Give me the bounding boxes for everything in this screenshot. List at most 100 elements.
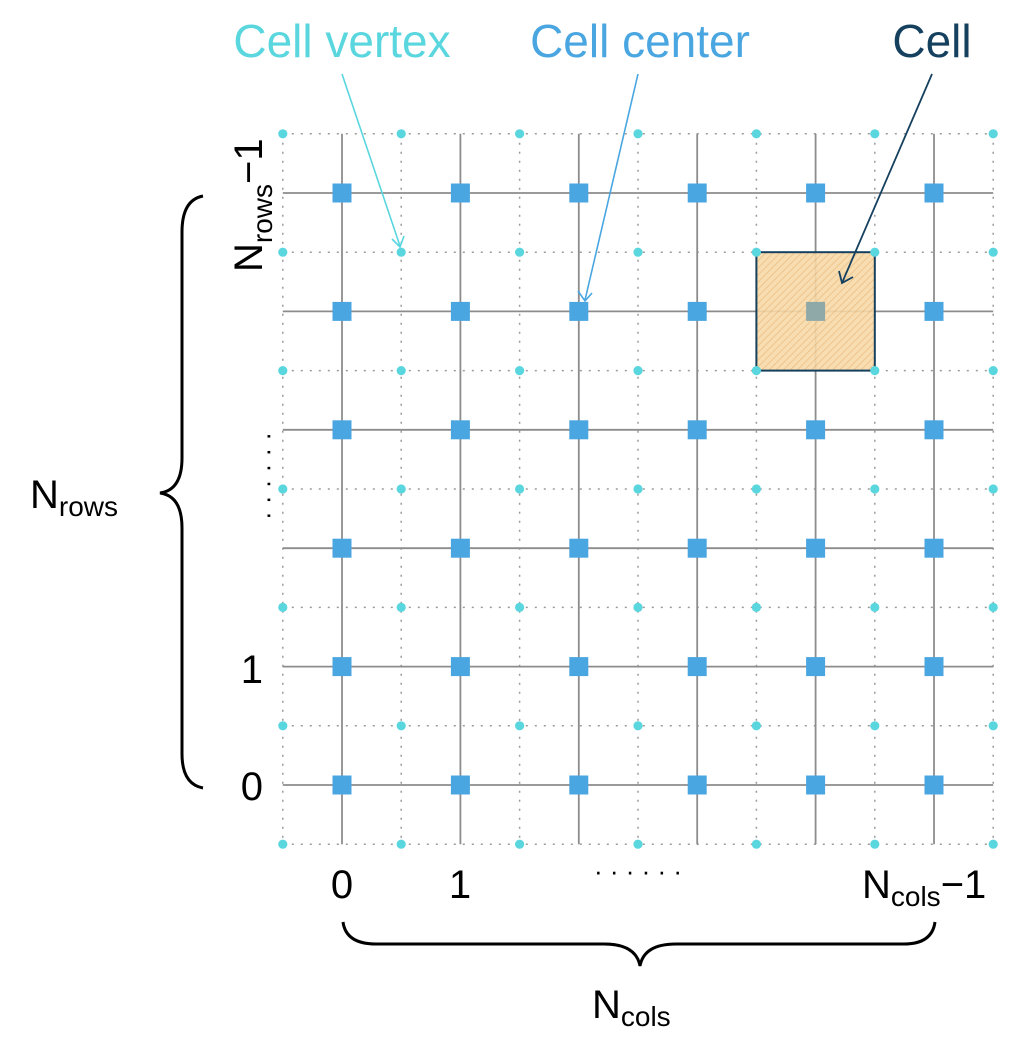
cell-vertex-marker	[278, 721, 288, 731]
cell-center-marker	[332, 657, 352, 677]
cell-vertex-marker	[988, 129, 998, 139]
cell-vertex-marker	[515, 721, 525, 731]
cell-center-marker	[569, 657, 589, 677]
cell-vertex-marker	[988, 602, 998, 613]
cell-center-marker	[924, 538, 944, 558]
cell-vertex-marker	[751, 484, 762, 494]
cell-center-marker	[924, 301, 944, 321]
cell-center-marker	[924, 420, 944, 440]
cell-center-marker	[687, 183, 707, 203]
cell-vertex-marker	[515, 247, 525, 257]
cell-vertex-marker	[633, 129, 643, 139]
cell-center-marker	[569, 420, 589, 440]
cell-center-marker	[332, 538, 352, 558]
cell-vertex-marker	[988, 484, 998, 494]
cell-center-marker	[450, 301, 470, 321]
cell-center-marker	[687, 775, 707, 795]
cell-vertex-marker	[396, 129, 406, 139]
cell-vertex-marker	[751, 602, 762, 613]
cell-vertex-marker	[396, 366, 406, 376]
cell-center-marker	[450, 420, 470, 440]
cell-vertex-marker	[396, 247, 406, 257]
cell-vertex-marker	[515, 129, 525, 139]
center-gridlines	[282, 133, 994, 845]
cell-vertex-marker	[870, 366, 880, 376]
cell-vertex-marker	[988, 839, 998, 849]
cell-vertex-marker	[515, 366, 525, 376]
cell-vertex-marker	[396, 602, 406, 613]
cell-center-marker	[569, 301, 589, 321]
cell-center-arrow	[577, 73, 639, 303]
cell-vertex-marker	[278, 129, 288, 139]
cell-arrow	[838, 73, 933, 285]
cell-center-marker	[332, 775, 352, 795]
cell-center-marker	[569, 775, 589, 795]
cell-center-marker	[569, 538, 589, 558]
cell-center-marker	[687, 301, 707, 321]
cell-vertex-label: Cell vertex	[233, 15, 450, 67]
cell-vertex-marker	[751, 721, 762, 731]
cell-center-marker	[687, 420, 707, 440]
cell-vertex-marker	[633, 484, 643, 494]
cell-center-marker	[806, 538, 826, 558]
cell-center-marker	[924, 775, 944, 795]
cell-vertex-marker	[278, 602, 288, 613]
row-tick-0: 0	[241, 765, 263, 809]
col-dots: · · · · · ·	[594, 856, 682, 886]
cell-center-marker	[332, 420, 352, 440]
rows-brace	[159, 194, 204, 790]
cell-vertex-marker	[870, 839, 880, 849]
col-tick-0: 0	[331, 863, 353, 907]
cell-vertex-marker	[278, 839, 288, 849]
cell-vertex-marker	[633, 366, 643, 376]
cell-vertex-marker	[870, 129, 880, 139]
cell-center-marker	[806, 657, 826, 677]
cell-vertex-marker	[515, 484, 525, 494]
row-dots: · · · · · ·	[256, 432, 286, 520]
cell-vertex-marker	[633, 721, 643, 731]
cell-center-marker	[332, 183, 352, 203]
cell-vertex-marker	[633, 602, 643, 613]
cell-vertex-marker	[870, 484, 880, 494]
row-tick-1: 1	[241, 648, 263, 692]
cell-vertex-arrow	[341, 73, 405, 249]
cell-vertex-marker	[278, 484, 288, 494]
cell-center-marker	[806, 775, 826, 795]
cell-vertex-marker	[396, 839, 406, 849]
cell-vertex-marker	[988, 247, 998, 257]
cell-vertex-marker	[633, 247, 643, 257]
cell-center-marker	[687, 538, 707, 558]
cell-vertex-marker	[751, 129, 762, 139]
cell-center-marker	[450, 775, 470, 795]
col-last-label: Ncols−1	[862, 863, 986, 912]
cell-center-marker	[450, 657, 470, 677]
cell-vertex-marker	[515, 839, 525, 849]
cell-vertex-marker	[751, 366, 762, 376]
cell-vertex-marker	[751, 839, 762, 849]
cell-center-marker	[806, 301, 826, 321]
cell-vertex-marker	[278, 366, 288, 376]
cell-center-marker	[450, 538, 470, 558]
cell-label: Cell	[892, 15, 971, 67]
cell-center-marker	[687, 657, 707, 677]
cell-vertex-markers	[278, 129, 998, 849]
cell-center-marker	[924, 183, 944, 203]
cols-brace	[341, 921, 937, 967]
row-last-label: Nrows−1	[227, 138, 278, 272]
cell-vertex-marker	[751, 247, 762, 257]
rows-count-label: Nrows	[30, 473, 118, 522]
cell-vertex-marker	[396, 721, 406, 731]
cell-center-marker	[924, 657, 944, 677]
cell-vertex-marker	[870, 602, 880, 613]
cell-vertex-marker	[870, 247, 880, 257]
cell-center-marker	[806, 420, 826, 440]
col-tick-1: 1	[449, 863, 471, 907]
cell-center-marker	[806, 183, 826, 203]
cols-count-label: Ncols	[592, 983, 671, 1032]
cell-vertex-marker	[870, 721, 880, 731]
cell-vertex-marker	[988, 721, 998, 731]
cell-center-marker	[569, 183, 589, 203]
cell-vertex-marker	[988, 366, 998, 376]
